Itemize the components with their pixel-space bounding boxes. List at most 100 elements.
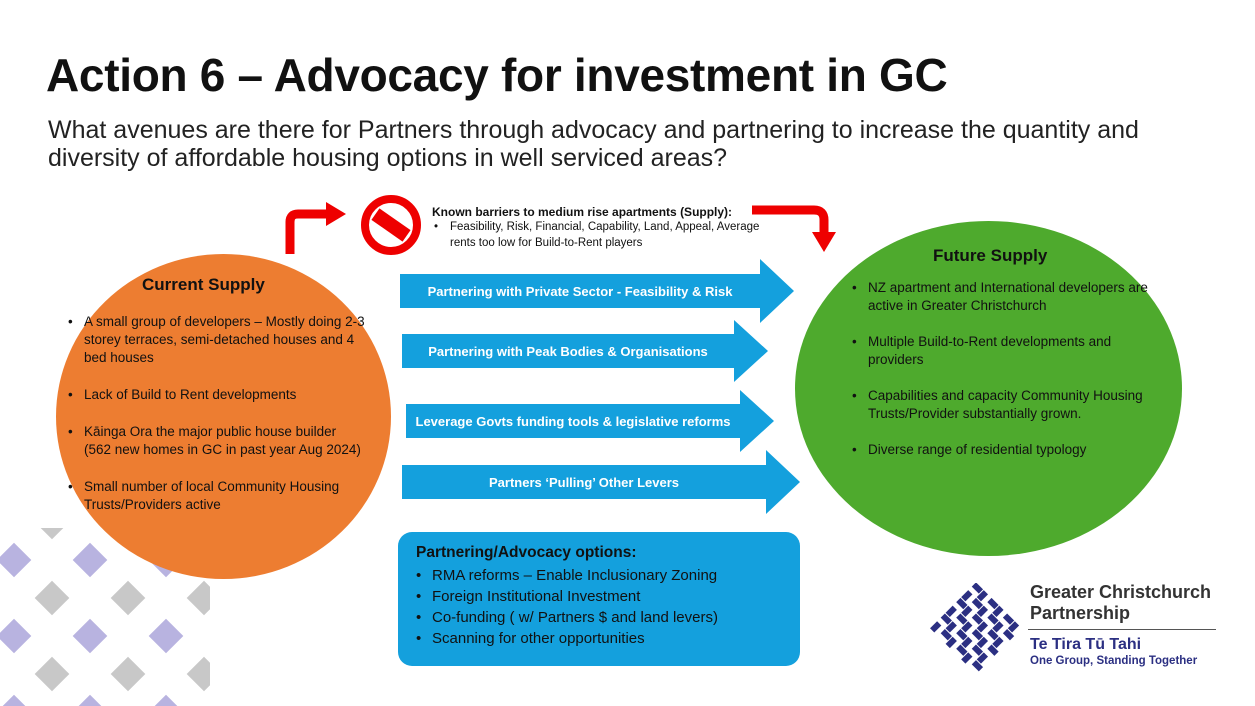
logo-weave-cell [940,613,952,625]
logo-divider [1028,629,1216,630]
logo-weave-cell [971,597,984,610]
logo-weave-cell [956,613,968,625]
logo-weave-cell [971,629,984,641]
logo-weave-cell [987,644,999,656]
logo-weave-cell [1007,621,1020,633]
logo-weave-cell [976,621,989,633]
current-supply-item: Lack of Build to Rent developments [66,386,366,404]
logo-weave-cell [956,597,968,610]
logo-weave-cell [1002,613,1015,625]
logo-weave-cell [971,644,984,656]
current-supply-circle [56,254,391,579]
logo-weave-cell [971,660,984,672]
current-supply-item: Kāinga Ora the major public house builde… [66,423,366,459]
decor-tile [34,656,70,692]
logo-weave-cell [992,636,1004,649]
arrow-shape [402,450,800,514]
gcp-logo-icon [930,583,1020,672]
decor-tile [186,580,210,616]
future-supply-item: Multiple Build-to-Rent developments and … [850,333,1155,369]
logo-weave-cell [930,621,942,633]
decor-tile [0,618,32,654]
decor-tile [72,618,108,654]
logo-weave-cell [961,636,973,649]
arrow-shape [402,320,768,382]
logo-name-line2: Partnership [1030,603,1131,623]
future-supply-item: Capabilities and capacity Community Hous… [850,387,1155,423]
decor-tile [110,656,146,692]
decor-tile [186,656,210,692]
options-item: Co-funding ( w/ Partners $ and land leve… [414,607,794,628]
arrow-peak-bodies: Partnering with Peak Bodies & Organisati… [402,320,768,382]
logo-name-line1: Greater Christchurch [1030,582,1212,602]
logo-weave-cell [992,605,1004,617]
logo-weave-cell [961,652,973,664]
decor-tile [0,542,32,578]
page-subtitle: What avenues are there for Partners thro… [48,116,1139,172]
arrow-label: Leverage Govts funding tools & legislati… [415,413,731,429]
no-entry-icon [361,195,421,255]
future-supply-heading: Future Supply [933,246,1048,265]
arrow-label: Partnering with Private Sector - Feasibi… [427,283,733,299]
barriers-list: Feasibility, Risk, Financial, Capability… [432,219,762,251]
logo-weave-cell [1002,629,1015,641]
logo-weave-cell [961,605,973,617]
current-supply-item: Small number of local Community Housing … [66,478,366,514]
options-list: RMA reforms – Enable Inclusionary Zoning… [414,565,794,649]
left-curved-arrow [285,202,346,254]
decor-tile [0,694,32,706]
barriers-box: Known barriers to medium rise apartments… [432,205,762,251]
decor-tile [110,580,146,616]
decor-tile [148,694,184,706]
options-item: Scanning for other opportunities [414,628,794,649]
options-item: Foreign Institutional Investment [414,586,794,607]
current-supply-item: A small group of developers – Mostly doi… [66,313,366,367]
decor-tile [34,580,70,616]
logo-weave-cell [961,621,973,633]
logo-weave-cell [976,652,989,664]
logo-tagline: One Group, Standing Together [1030,655,1198,667]
logo-weave-cell [976,590,989,602]
future-supply-list: NZ apartment and International developer… [850,279,1155,477]
current-supply-list: A small group of developers – Mostly doi… [66,313,366,533]
logo-weave-cell [987,613,999,625]
logo-weave-cell [971,613,984,625]
logo-weave-cell [971,583,984,594]
logo-weave-cell [945,621,957,633]
barriers-heading: Known barriers to medium rise apartments… [432,205,733,219]
logo-weave-cell [956,644,968,656]
logo-weave-cell [956,629,968,641]
decor-tile [72,694,108,706]
arrow-shape [400,259,794,323]
options-heading: Partnering/Advocacy options: [416,544,637,561]
future-supply-item: Diverse range of residential typology [850,441,1155,459]
barriers-item: Feasibility, Risk, Financial, Capability… [432,219,762,251]
advocacy-options-box: Partnering/Advocacy options: RMA reforms… [398,532,800,666]
logo-weave-cell [945,605,957,617]
arrow-private-sector: Partnering with Private Sector - Feasibi… [400,259,794,323]
decor-tile [72,542,108,578]
logo-weave-cell [976,636,989,649]
decorative-tile-pattern [0,528,210,706]
logo-maori-name: Te Tira Tū Tahi [1030,636,1142,653]
page-title: Action 6 – Advocacy for investment in GC [46,49,948,101]
logo-weave-cell [992,621,1004,633]
decor-tile [34,528,70,540]
decor-tile [148,618,184,654]
logo-weave-cell [976,605,989,617]
logo-weave-cell [987,597,999,610]
arrow-govt-funding: Leverage Govts funding tools & legislati… [406,390,774,452]
options-item: RMA reforms – Enable Inclusionary Zoning [414,565,794,586]
logo-weave-cell [961,590,973,602]
current-supply-heading: Current Supply [142,275,265,294]
logo-weave-cell [945,636,957,649]
logo-name: Greater Christchurch Partnership [1030,582,1211,624]
logo-weave-cell [987,629,999,641]
right-curved-arrow [752,205,836,252]
arrow-label: Partnering with Peak Bodies & Organisati… [428,343,708,359]
future-supply-item: NZ apartment and International developer… [850,279,1155,315]
arrow-shape [406,390,774,452]
logo-weave-cell [940,629,952,641]
arrow-other-levers: Partners ‘Pulling’ Other Levers [402,450,800,514]
arrow-label: Partners ‘Pulling’ Other Levers [488,474,679,490]
